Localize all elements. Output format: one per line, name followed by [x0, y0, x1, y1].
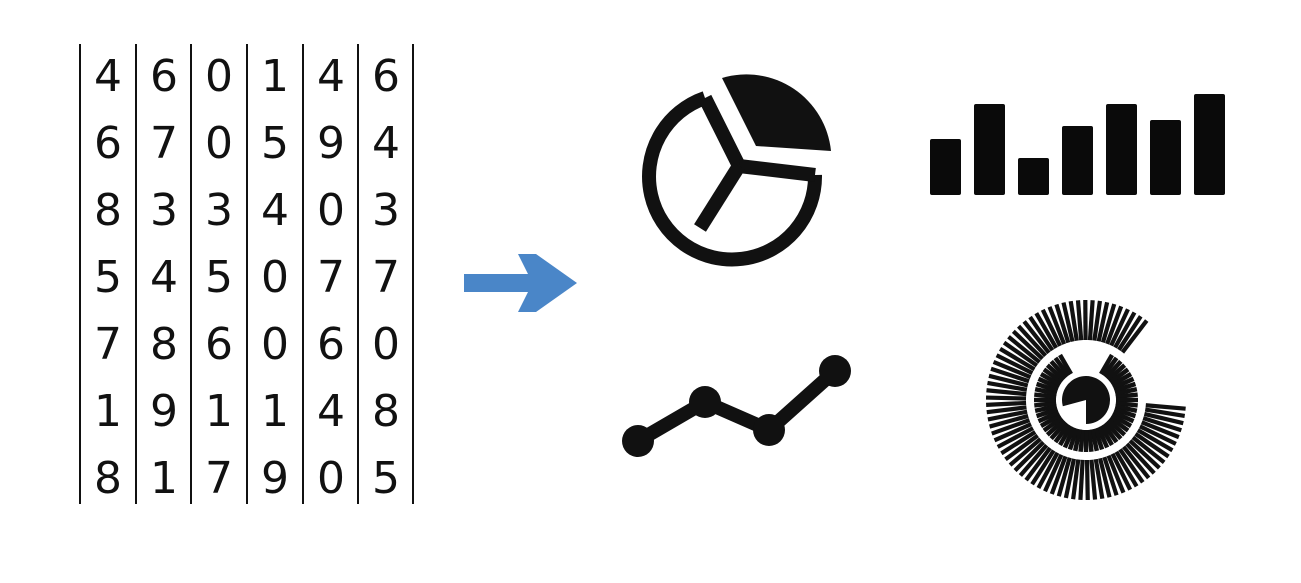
line-chart-icon: [622, 355, 851, 457]
table-cell: 6: [94, 118, 122, 169]
table-cell: 8: [94, 185, 122, 236]
table-cell: 7: [205, 453, 233, 504]
bar-chart-icon: [930, 94, 1225, 195]
radial-bar-chart-icon: [985, 299, 1186, 501]
table-cell: 0: [317, 185, 345, 236]
right-arrow-icon: [464, 254, 577, 312]
table-cell: 6: [150, 51, 178, 102]
table-cell: 5: [94, 252, 122, 303]
column-divider: [246, 44, 248, 504]
table-cell: 3: [150, 185, 178, 236]
table-cell: 0: [205, 51, 233, 102]
table-cell: 9: [261, 453, 289, 504]
table-cell: 3: [205, 185, 233, 236]
table-cell: 9: [150, 386, 178, 437]
table-cell: 1: [261, 386, 289, 437]
table-cell: 5: [372, 453, 400, 504]
column-divider: [190, 44, 192, 504]
table-cell: 8: [150, 319, 178, 370]
table-cell: 8: [372, 386, 400, 437]
table-cell: 7: [317, 252, 345, 303]
table-cell: 1: [261, 51, 289, 102]
table-cell: 9: [317, 118, 345, 169]
column-divider: [357, 44, 359, 504]
table-cell: 0: [261, 252, 289, 303]
table-cell: 1: [150, 453, 178, 504]
table-cell: 4: [372, 118, 400, 169]
table-cell: 6: [205, 319, 233, 370]
table-cell: 7: [150, 118, 178, 169]
column-divider: [412, 44, 414, 504]
table-cell: 7: [372, 252, 400, 303]
column-divider: [135, 44, 137, 504]
table-cell: 4: [150, 252, 178, 303]
table-cell: 5: [261, 118, 289, 169]
table-cell: 1: [205, 386, 233, 437]
table-cell: 3: [372, 185, 400, 236]
table-cell: 6: [372, 51, 400, 102]
table-cell: 0: [372, 319, 400, 370]
table-cell: 8: [94, 453, 122, 504]
table-cell: 4: [261, 185, 289, 236]
table-cell: 4: [94, 51, 122, 102]
table-cell: 1: [94, 386, 122, 437]
table-cell: 4: [317, 386, 345, 437]
table-cell: 6: [317, 319, 345, 370]
table-cell: 5: [205, 252, 233, 303]
table-cell: 0: [261, 319, 289, 370]
table-cell: 4: [317, 51, 345, 102]
table-cell: 0: [317, 453, 345, 504]
column-divider: [79, 44, 81, 504]
pie-chart-icon: [642, 74, 831, 267]
column-divider: [302, 44, 304, 504]
table-cell: 7: [94, 319, 122, 370]
table-cell: 0: [205, 118, 233, 169]
